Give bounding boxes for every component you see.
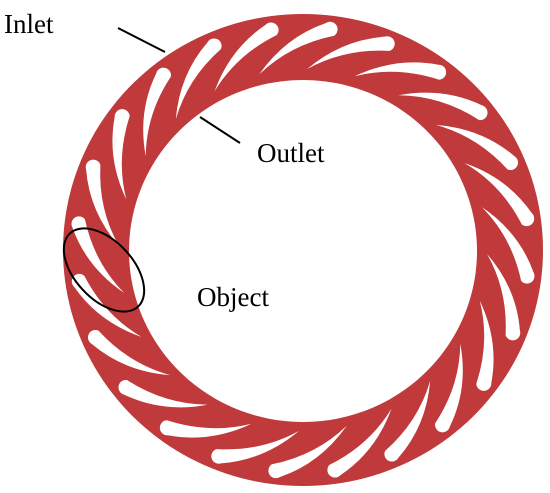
channel xyxy=(398,92,488,121)
channel xyxy=(175,38,222,120)
channel xyxy=(112,109,130,200)
inlet-leader-line xyxy=(117,27,166,53)
channel-group xyxy=(71,21,535,479)
channel xyxy=(118,379,208,408)
channel xyxy=(214,22,279,92)
channel xyxy=(71,273,142,337)
channel xyxy=(354,62,447,80)
inlet-label: Inlet xyxy=(4,9,54,39)
channel xyxy=(71,216,125,293)
channel xyxy=(435,343,463,433)
channel xyxy=(481,207,535,284)
channel xyxy=(384,380,431,462)
channel xyxy=(464,163,535,227)
channel xyxy=(268,425,347,479)
outlet-leader-line xyxy=(199,116,241,144)
ring xyxy=(63,14,544,486)
channel xyxy=(435,124,519,171)
channel xyxy=(143,67,171,157)
channel xyxy=(87,329,171,376)
channel xyxy=(307,36,395,70)
channel xyxy=(85,159,119,247)
channel xyxy=(476,300,494,391)
channel xyxy=(211,430,299,464)
object-label: Object xyxy=(197,282,269,312)
channel xyxy=(159,420,252,438)
channel xyxy=(487,253,521,341)
outlet-label: Outlet xyxy=(257,138,325,168)
channel xyxy=(327,408,392,478)
channel xyxy=(259,21,338,75)
highlight-ellipse xyxy=(62,227,146,313)
